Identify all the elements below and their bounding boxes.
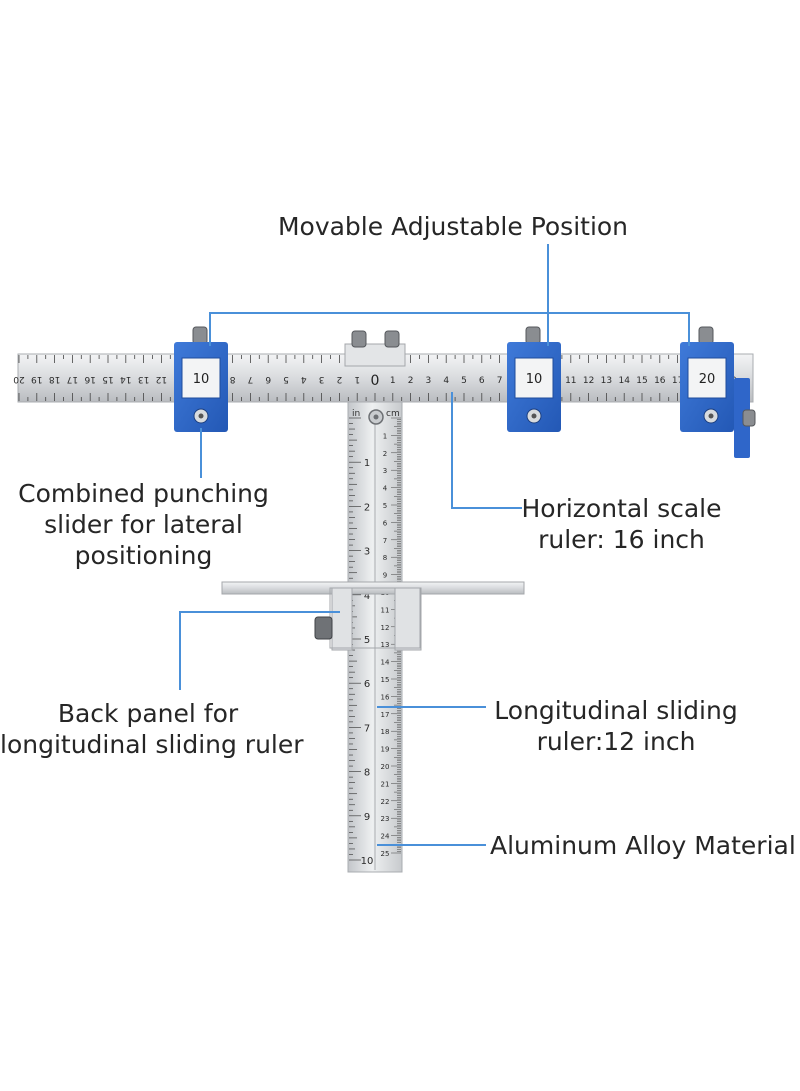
horizontal-ruler-numbers: 2019181716151413121110987654321012345678… [13, 373, 737, 389]
svg-text:20: 20 [699, 372, 716, 387]
horizontal-tick-label: 2 [408, 376, 414, 386]
vertical-cm-label: 15 [381, 676, 390, 684]
horizontal-tick-label: 12 [156, 374, 167, 384]
center-head-block [344, 330, 406, 425]
horizontal-tick-label: 15 [636, 376, 647, 386]
horizontal-tick-label: 17 [67, 374, 78, 384]
callout-movable-bracket [209, 312, 690, 346]
vertical-cm-label: 3 [383, 467, 387, 475]
vertical-cm-label: 4 [383, 485, 388, 493]
horizontal-tick-label: 12 [583, 376, 594, 386]
vertical-cm-label: 2 [383, 450, 387, 458]
vertical-inch-label: 7 [364, 723, 370, 734]
vertical-cm-label: 24 [381, 833, 390, 841]
vertical-inch-label: 9 [364, 812, 370, 823]
horizontal-tick-label: 8 [229, 374, 235, 384]
vertical-cm-label: 16 [381, 693, 390, 701]
horizontal-tick-label: 2 [337, 374, 343, 384]
horizontal-tick-label: 3 [319, 374, 325, 384]
slider-left[interactable]: 10 [174, 326, 228, 432]
horizontal-tick-label: 6 [479, 376, 485, 386]
vertical-cm-label: 6 [383, 519, 388, 527]
vertical-ruler: 1234567891012345678910111213141516171819… [347, 401, 403, 873]
horizontal-tick-label: 7 [497, 376, 503, 386]
horizontal-tick-label: 4 [301, 374, 307, 384]
vertical-inch-label: 3 [364, 547, 370, 558]
horizontal-tick-label: 14 [120, 374, 132, 384]
label-longitudinal-sliding-ruler: Longitudinal sliding ruler:12 inch [494, 696, 738, 756]
slider-middle[interactable]: 10 [507, 326, 561, 432]
vertical-cm-label: 21 [381, 780, 390, 788]
horizontal-tick-label: 1 [354, 374, 360, 384]
vertical-cm-label: 9 [383, 572, 387, 580]
vertical-cm-label: 18 [381, 728, 390, 736]
svg-text:10: 10 [526, 372, 543, 387]
horizontal-tick-label: 15 [102, 374, 113, 384]
horizontal-tick-label: 11 [565, 376, 576, 386]
horizontal-tick-label: 5 [283, 374, 289, 384]
vertical-cm-label: 5 [383, 502, 387, 510]
vertical-cm-label: 7 [383, 537, 387, 545]
vertical-inch-label: 2 [364, 502, 370, 513]
horizontal-tick-label: 18 [49, 374, 61, 384]
vertical-inch-label: 10 [361, 856, 374, 867]
horizontal-tick-label: 1 [390, 376, 396, 386]
vertical-cm-label: 22 [381, 798, 390, 806]
vertical-inch-label: 5 [364, 635, 370, 646]
vertical-inch-label: 8 [364, 768, 370, 779]
horizontal-tick-label: 17 [672, 376, 683, 386]
vertical-cm-label: 19 [381, 746, 390, 754]
back-panel [221, 581, 525, 651]
callout-back-panel [179, 611, 340, 690]
horizontal-tick-label: 20 [13, 374, 25, 384]
horizontal-tick-label: 5 [461, 376, 467, 386]
label-combined-punching-slider: Combined punching slider for lateral pos… [18, 479, 269, 570]
vertical-cm-label: 25 [381, 850, 390, 858]
unit-in-label: in [352, 409, 360, 419]
callout-horizontal [451, 392, 522, 509]
vertical-cm-label: 20 [381, 763, 390, 771]
horizontal-tick-label: 7 [248, 374, 254, 384]
vertical-cm-label: 8 [383, 554, 387, 562]
vertical-inch-label: 1 [364, 458, 370, 469]
vertical-cm-label: 1 [383, 432, 387, 440]
horizontal-center-label: 0 [371, 373, 380, 389]
vertical-ruler-numbers: 1234567891012345678910111213141516171819… [361, 432, 390, 867]
horizontal-tick-label: 6 [265, 374, 271, 384]
horizontal-tick-label: 16 [84, 374, 96, 384]
vertical-cm-label: 12 [381, 624, 390, 632]
horizontal-tick-label: 19 [31, 374, 43, 384]
label-movable-adjustable-position: Movable Adjustable Position [277, 212, 629, 241]
horizontal-tick-label: 3 [426, 376, 432, 386]
slider-right[interactable]: 20 [680, 326, 756, 458]
vertical-cm-label: 14 [381, 659, 390, 667]
vertical-cm-label: 13 [381, 641, 390, 649]
vertical-inch-label: 4 [364, 591, 370, 602]
unit-cm-label: cm [386, 409, 400, 419]
label-horizontal-scale-ruler: Horizontal scale ruler: 16 inch [521, 494, 722, 554]
vertical-cm-label: 23 [381, 815, 390, 823]
label-aluminum-alloy-material: Aluminum Alloy Material [490, 831, 796, 860]
horizontal-tick-label: 14 [618, 376, 630, 386]
horizontal-tick-label: 13 [601, 376, 612, 386]
horizontal-tick-label: 4 [443, 376, 449, 386]
callout-lines [179, 244, 690, 846]
label-back-panel: Back panel for longitudinal sliding rule… [0, 699, 304, 759]
vertical-inch-label: 6 [364, 679, 370, 690]
vertical-cm-label: 11 [381, 606, 390, 614]
vertical-cm-label: 17 [381, 711, 390, 719]
horizontal-tick-label: 13 [138, 374, 149, 384]
svg-text:10: 10 [193, 372, 210, 387]
horizontal-tick-label: 16 [654, 376, 666, 386]
